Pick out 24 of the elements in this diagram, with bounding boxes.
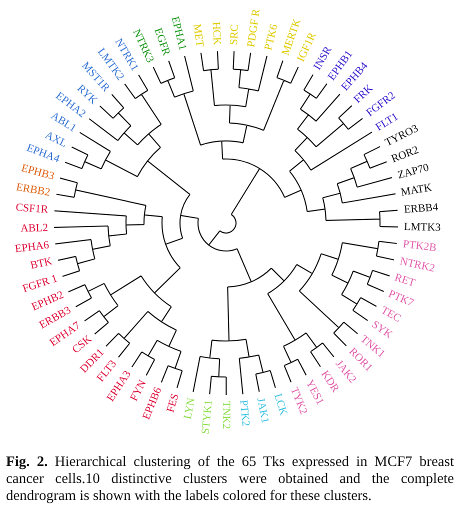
- leaf-label: STYK1: [198, 398, 216, 436]
- leaf-label: CSF1R: [14, 201, 50, 218]
- leaf-label: ERBB4: [402, 200, 440, 217]
- figure-caption: Fig. 2. Hierarchical clustering of the 65 Tks expressed in MCF7 breast cancer cells.10 distinctive clusters were obtained and the complete dendrogram is shown with the labels colored for these clusters.: [6, 454, 454, 505]
- leaf-label: MATK: [399, 180, 434, 200]
- leaf-label: EPHA6: [14, 238, 52, 256]
- leaf-label: PTK6: [262, 22, 282, 53]
- leaf-label: LCK: [270, 390, 290, 418]
- leaf-label: ERBB2: [14, 180, 52, 200]
- leaf-label: JAK1: [254, 395, 272, 426]
- leaf-label: ABL2: [19, 220, 50, 236]
- leaf-label: FES: [163, 390, 182, 415]
- leaf-label: MET: [190, 22, 207, 49]
- leaf-label: PTK2: [236, 398, 253, 428]
- leaf-label: LMTK3: [402, 220, 442, 235]
- leaf-label: TNK2: [219, 400, 234, 430]
- leaf-label: TEC: [378, 304, 403, 325]
- leaf-label: BTK: [28, 254, 55, 274]
- leaf-label: EPHB3: [19, 162, 56, 183]
- leaf-label: PDGF R: [244, 7, 264, 49]
- leaf-label: PTK2B: [401, 237, 438, 256]
- leaf-label: SRC: [227, 23, 242, 47]
- leaf-label: HCK: [209, 20, 224, 47]
- leaf-label: LYN: [181, 396, 199, 422]
